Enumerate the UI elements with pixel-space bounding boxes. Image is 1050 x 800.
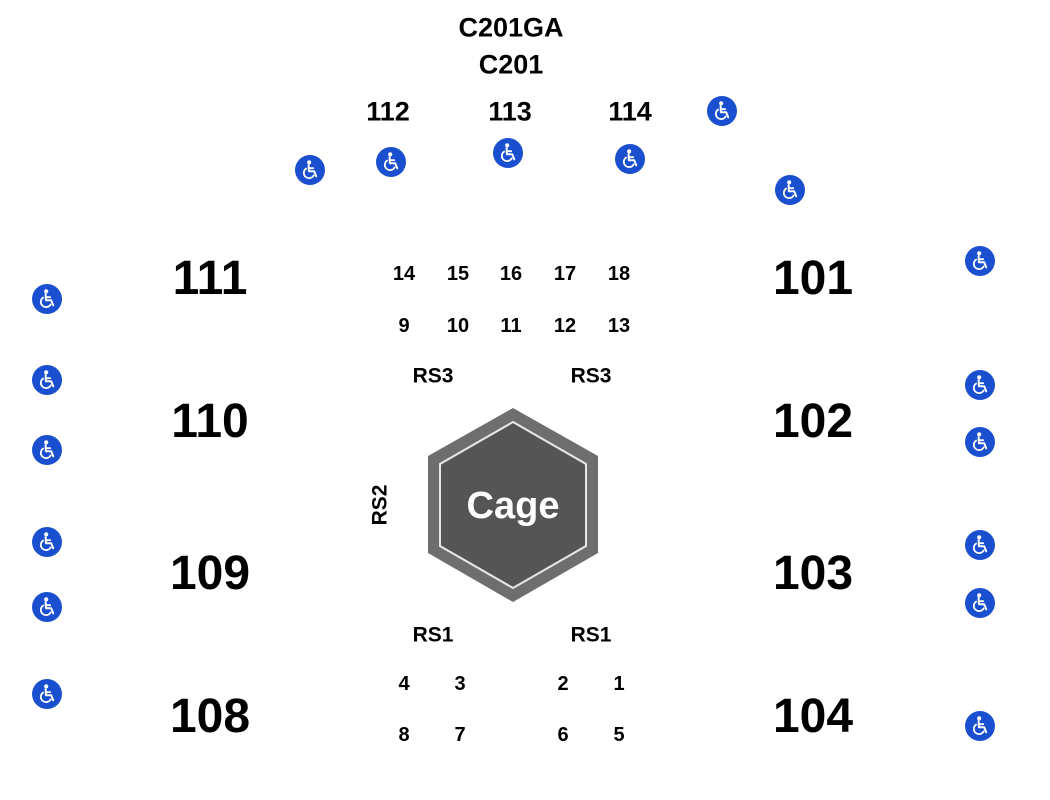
- wheelchair-icon[interactable]: [775, 175, 805, 205]
- wheelchair-icon[interactable]: [965, 370, 995, 400]
- floor-section-11[interactable]: 11: [500, 315, 522, 337]
- floor-section-10[interactable]: 10: [446, 315, 470, 337]
- section-114[interactable]: 114: [608, 96, 652, 127]
- wheelchair-icon[interactable]: [965, 246, 995, 276]
- floor-section-4[interactable]: 4: [398, 673, 410, 695]
- section-111[interactable]: 111: [172, 252, 248, 305]
- section-102[interactable]: 102: [772, 395, 854, 448]
- section-104[interactable]: 104: [772, 690, 854, 743]
- wheelchair-icon[interactable]: [965, 530, 995, 560]
- section-103[interactable]: 103: [772, 547, 854, 600]
- wheelchair-icon[interactable]: [32, 284, 62, 314]
- floor-section-6[interactable]: 6: [557, 724, 569, 746]
- wheelchair-icon[interactable]: [32, 592, 62, 622]
- section-110[interactable]: 110: [171, 395, 249, 448]
- floor-section-2[interactable]: 2: [557, 673, 569, 695]
- floor-section-12[interactable]: 12: [553, 315, 577, 337]
- wheelchair-icon[interactable]: [493, 138, 523, 168]
- floor-section-9[interactable]: 9: [398, 315, 410, 337]
- floor-section-5[interactable]: 5: [613, 724, 625, 746]
- wheelchair-icon[interactable]: [965, 588, 995, 618]
- floor-section-1[interactable]: 1: [613, 673, 625, 695]
- section-c201[interactable]: C201: [478, 49, 544, 80]
- wheelchair-icon[interactable]: [615, 144, 645, 174]
- section-rs3-left[interactable]: RS3: [412, 364, 454, 388]
- floor-section-8[interactable]: 8: [398, 724, 410, 746]
- floor-section-13[interactable]: 13: [607, 315, 631, 337]
- wheelchair-icon[interactable]: [32, 527, 62, 557]
- floor-section-17[interactable]: 17: [553, 263, 577, 285]
- wheelchair-icon[interactable]: [32, 435, 62, 465]
- section-rs2[interactable]: RS2: [368, 484, 392, 526]
- floor-section-15[interactable]: 15: [446, 263, 470, 285]
- section-rs1-left[interactable]: RS1: [412, 623, 454, 647]
- section-108[interactable]: 108: [169, 690, 251, 743]
- cage-label: Cage: [467, 485, 560, 527]
- section-112[interactable]: 112: [366, 96, 410, 127]
- wheelchair-icon[interactable]: [707, 96, 737, 126]
- wheelchair-icon[interactable]: [295, 155, 325, 185]
- wheelchair-icon[interactable]: [965, 427, 995, 457]
- floor-section-14[interactable]: 14: [392, 263, 416, 285]
- section-c201ga[interactable]: C201GA: [458, 12, 564, 43]
- section-101[interactable]: 101: [772, 252, 854, 305]
- section-113[interactable]: 113: [488, 96, 532, 127]
- section-rs1-right[interactable]: RS1: [570, 623, 612, 647]
- wheelchair-icon[interactable]: [965, 711, 995, 741]
- floor-section-18[interactable]: 18: [607, 263, 631, 285]
- cage-inner-hexagon: [439, 420, 587, 590]
- wheelchair-icon[interactable]: [32, 679, 62, 709]
- section-rs3-right[interactable]: RS3: [570, 364, 612, 388]
- floor-section-7[interactable]: 7: [454, 724, 466, 746]
- wheelchair-icon[interactable]: [32, 365, 62, 395]
- floor-section-3[interactable]: 3: [454, 673, 466, 695]
- section-109[interactable]: 109: [169, 547, 251, 600]
- floor-section-16[interactable]: 16: [499, 263, 523, 285]
- wheelchair-icon[interactable]: [376, 147, 406, 177]
